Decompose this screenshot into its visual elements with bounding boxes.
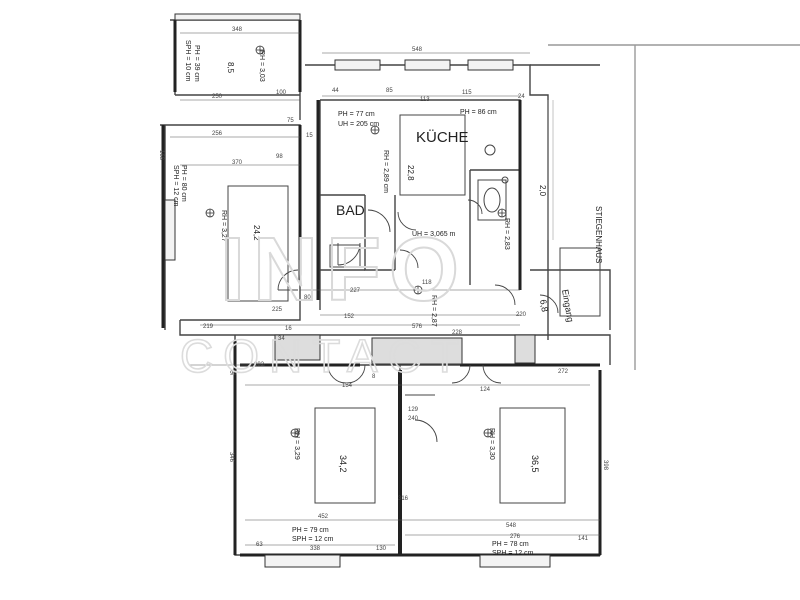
dim-398: 398	[602, 460, 608, 471]
room-bl-ph: PH = 79 cm	[292, 527, 329, 534]
dim-124: 124	[480, 387, 491, 393]
dim-220: 220	[516, 312, 527, 318]
dim-338: 338	[310, 546, 321, 552]
dim-98b: 98	[230, 371, 237, 377]
dim-548b: 548	[506, 523, 517, 529]
room-br-ph: PH = 78 cm	[492, 541, 529, 548]
room-tl-sph: SPH = 10 cm	[184, 40, 191, 82]
outer-walls	[160, 19, 800, 556]
room-right-area: 6,8	[538, 299, 550, 313]
kitchen-rh: RH = 2,89 cm	[382, 150, 389, 193]
dim-85: 85	[386, 88, 393, 94]
dim-75: 75	[287, 118, 294, 124]
fixtures	[329, 144, 509, 268]
dim-272: 272	[558, 369, 569, 375]
thick-walls	[161, 20, 602, 557]
dim-154: 154	[342, 383, 353, 389]
dim-276: 276	[510, 534, 521, 540]
dimension-lines	[170, 32, 600, 546]
street-label: STIEGENHAUS	[594, 206, 603, 263]
wc-area: 2,0	[538, 185, 547, 197]
dim-227: 227	[350, 288, 361, 294]
bath-label: BAD	[336, 202, 365, 218]
dim-15: 15	[306, 133, 313, 139]
dim-168: 168	[158, 150, 164, 161]
kitchen-area: 22,8	[406, 165, 415, 181]
dim-98: 98	[276, 154, 283, 160]
dim-370: 370	[232, 160, 243, 166]
dim-24: 24	[518, 94, 525, 100]
stair-hatch	[547, 100, 554, 240]
dim-80: 80	[304, 295, 311, 301]
radiator-markers	[205, 45, 507, 438]
kitchen-label: KÜCHE	[416, 128, 469, 146]
dim-348: 348	[232, 27, 243, 33]
room-tl-rh: RH = 3,03	[258, 50, 265, 82]
dim-240: 240	[408, 416, 419, 422]
room-left-area: 24,2	[252, 225, 261, 241]
dim-115: 115	[462, 90, 472, 96]
room-left-sph: SPH = 12 cm	[172, 165, 179, 207]
room-labels: KÜCHE BAD PH = 77 cm UH = 205 cm PH = 86…	[172, 40, 603, 557]
room-br-rh: RH = 3,30	[488, 428, 495, 460]
hall-rh: RH = 2,87	[430, 295, 437, 327]
windows	[164, 13, 551, 568]
room-bl-sph: SPH = 12 cm	[292, 536, 334, 543]
dim-225: 225	[272, 307, 283, 313]
door-swings	[277, 199, 559, 443]
dim-452: 452	[318, 514, 329, 520]
dim-228: 228	[452, 330, 463, 336]
room-left-ph: PH = 80 cm	[180, 165, 187, 202]
dim-141: 141	[578, 536, 589, 542]
dim-256: 256	[212, 131, 223, 137]
dim-118: 118	[422, 280, 432, 286]
room-tl-area: 8,5	[226, 62, 235, 74]
room-bl-area: 34,2	[338, 455, 348, 473]
room-tl-ph: PH = 39 cm	[193, 45, 200, 82]
dim-130: 130	[376, 546, 387, 552]
dim-250: 250	[212, 94, 223, 100]
dim-63: 63	[256, 542, 263, 548]
room-left-rh: RH = 3,27	[220, 210, 227, 242]
dim-346: 346	[228, 452, 234, 463]
dim-152: 152	[344, 314, 355, 320]
area-boxes	[227, 114, 601, 504]
dim-576: 576	[412, 324, 423, 330]
dim-282: 282	[254, 362, 265, 368]
dim-316: 316	[398, 496, 409, 502]
wc-rh: RH = 2,83	[503, 218, 510, 250]
dim-548: 548	[412, 47, 423, 53]
room-br-area: 36,5	[530, 455, 540, 473]
kitchen-uh: UH = 205 cm	[338, 121, 379, 128]
dim-44: 44	[332, 88, 339, 94]
room-br-sph: SPH = 12 cm	[492, 550, 534, 557]
kitchen-ph: PH = 77 cm	[338, 111, 375, 118]
dim-219: 219	[203, 324, 214, 330]
entrance-label: Eingang	[560, 289, 576, 323]
dim-8: 8	[372, 374, 376, 380]
dim-129: 129	[408, 407, 419, 413]
dim-34: 34	[278, 336, 285, 342]
dim-113: 113	[420, 97, 430, 103]
hall-uh: UH = 3,065 m	[412, 231, 456, 238]
dim-100: 100	[276, 90, 287, 96]
room-bl-rh: RH = 3,29	[293, 428, 300, 460]
dimension-numbers: 348 548 250 100 256 370 15 75 98 44 85 1…	[158, 27, 608, 552]
dim-16: 16	[285, 326, 292, 332]
kitchen-ph2: PH = 86 cm	[460, 109, 497, 116]
